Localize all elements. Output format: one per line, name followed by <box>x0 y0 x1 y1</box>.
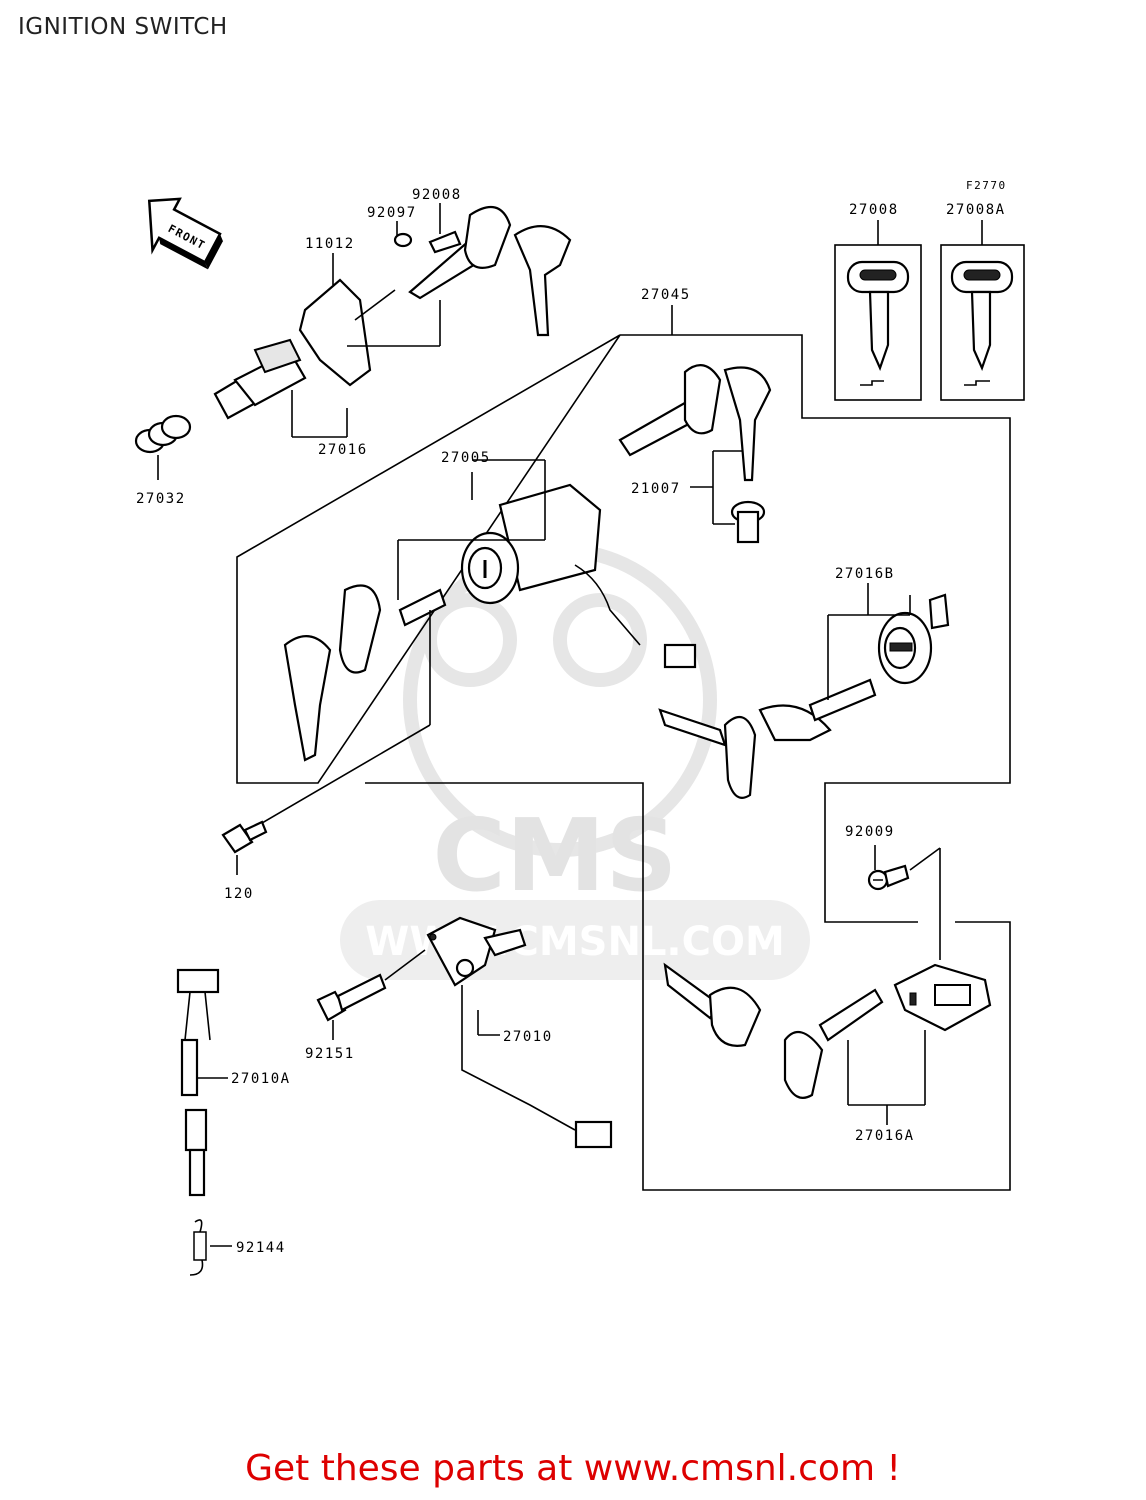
figure-code: F2770 <box>966 179 1007 192</box>
key-set-21007 <box>618 364 772 544</box>
upper-left-assembly <box>134 203 572 480</box>
part-label-27008: 27008 <box>849 202 899 218</box>
lock-27016b <box>658 583 950 799</box>
key-27008 <box>834 220 922 401</box>
part-label-27016b: 27016B <box>835 566 895 582</box>
bolt-92151 <box>316 949 426 1040</box>
switch-27005 <box>249 459 697 831</box>
part-label-27016: 27016 <box>318 442 368 458</box>
part-label-27016a: 27016A <box>855 1128 915 1144</box>
part-label-27008a: 27008A <box>946 202 1006 218</box>
screw-92009 <box>867 845 941 960</box>
sensor-27010a <box>176 968 228 1197</box>
switch-27010 <box>426 916 613 1149</box>
part-label-21007: 21007 <box>631 481 681 497</box>
part-label-27005: 27005 <box>441 450 491 466</box>
part-label-11012: 11012 <box>305 236 355 252</box>
watermark-brand: CMS <box>433 797 678 914</box>
part-label-27010a: 27010A <box>231 1071 291 1087</box>
part-label-27010: 27010 <box>503 1029 553 1045</box>
spring-92144 <box>189 1219 232 1276</box>
part-label-92144: 92144 <box>236 1240 286 1256</box>
part-label-92151: 92151 <box>305 1046 355 1062</box>
part-label-120: 120 <box>224 886 254 902</box>
lock-27016a <box>663 962 992 1125</box>
footer-cta-link[interactable]: Get these parts at www.cmsnl.com ! <box>245 1448 901 1489</box>
assembly-frame-27045 <box>236 334 1011 1191</box>
key-27008a <box>940 220 1025 401</box>
watermark-url: WWW.CMSNL.COM <box>365 919 785 965</box>
bolt-120 <box>221 820 268 875</box>
part-label-92097: 92097 <box>367 205 417 221</box>
parts-diagram: CMS WWW.CMSNL.COM F2770 FRONT <box>134 179 1025 1276</box>
part-label-92008: 92008 <box>412 187 462 203</box>
part-label-92009: 92009 <box>845 824 895 840</box>
front-arrow-icon: FRONT <box>147 197 223 270</box>
part-label-27032: 27032 <box>136 491 186 507</box>
page-title: IGNITION SWITCH <box>18 14 228 40</box>
watermark: CMS WWW.CMSNL.COM <box>340 543 810 980</box>
part-label-27045: 27045 <box>641 287 691 303</box>
